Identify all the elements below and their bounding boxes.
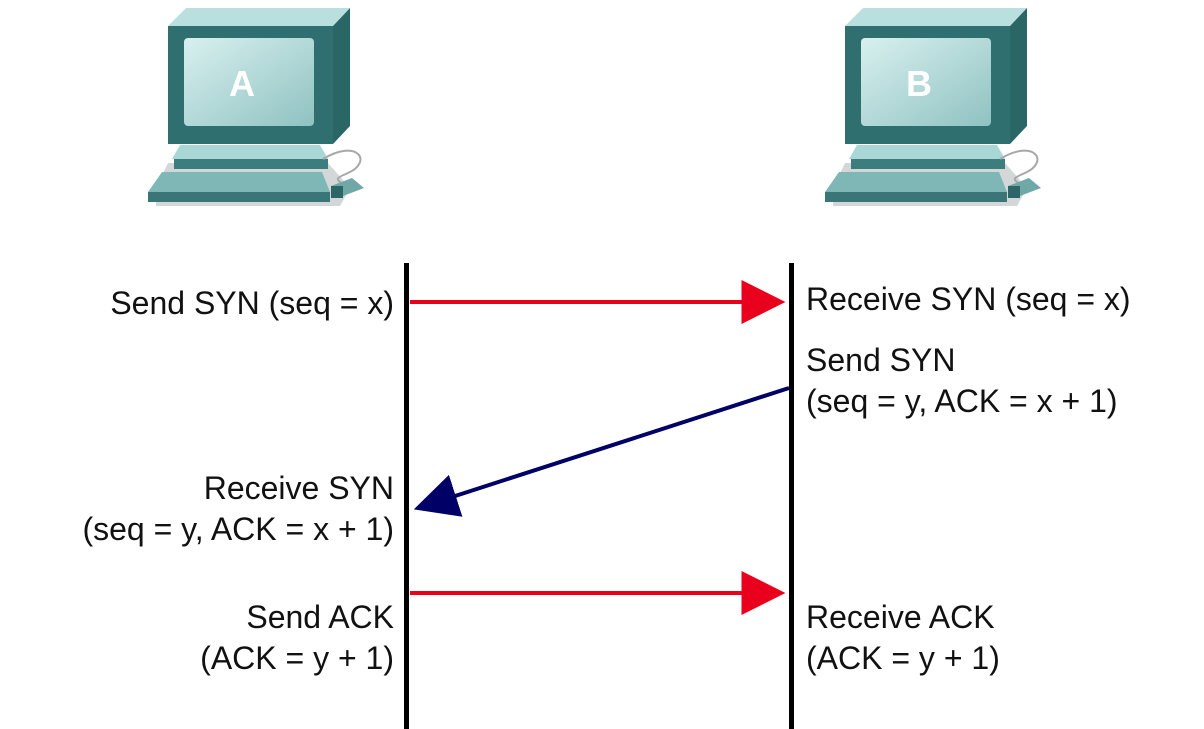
b-receive-syn-label: Receive SYN (seq = x) <box>806 279 1131 320</box>
a-send-ack-line-1: Send ACK <box>246 599 394 635</box>
a-receive-syn-ack-line-2: (seq = y, ACK = x + 1) <box>82 511 394 547</box>
syn-ack-arrow <box>413 386 790 517</box>
b-send-syn-ack-line-2: (seq = y, ACK = x + 1) <box>806 383 1118 419</box>
a-send-syn-line-1: Send SYN (seq = x) <box>110 285 394 321</box>
a-send-syn-label: Send SYN (seq = x) <box>110 283 394 324</box>
computer-a-icon: A <box>138 8 378 213</box>
host-b-timeline <box>789 263 794 729</box>
computer-b-letter: B <box>906 63 932 104</box>
b-receive-ack-line-1: Receive ACK <box>806 599 995 635</box>
a-receive-syn-ack-line-1: Receive SYN <box>203 470 394 506</box>
b-receive-ack-line-2: (ACK = y + 1) <box>806 640 1000 676</box>
b-send-syn-ack-label: Send SYN (seq = y, ACK = x + 1) <box>806 340 1118 422</box>
computer-b-icon: B <box>815 8 1055 213</box>
a-receive-syn-ack-label: Receive SYN (seq = y, ACK = x + 1) <box>82 468 394 550</box>
b-send-syn-ack-line-1: Send SYN <box>806 342 956 378</box>
a-send-ack-label: Send ACK (ACK = y + 1) <box>200 597 394 679</box>
b-receive-ack-label: Receive ACK (ACK = y + 1) <box>806 597 1000 679</box>
a-send-ack-line-2: (ACK = y + 1) <box>200 640 394 676</box>
computer-a-letter: A <box>229 63 255 104</box>
host-a-timeline <box>404 263 409 729</box>
b-receive-syn-line-1: Receive SYN (seq = x) <box>806 281 1131 317</box>
